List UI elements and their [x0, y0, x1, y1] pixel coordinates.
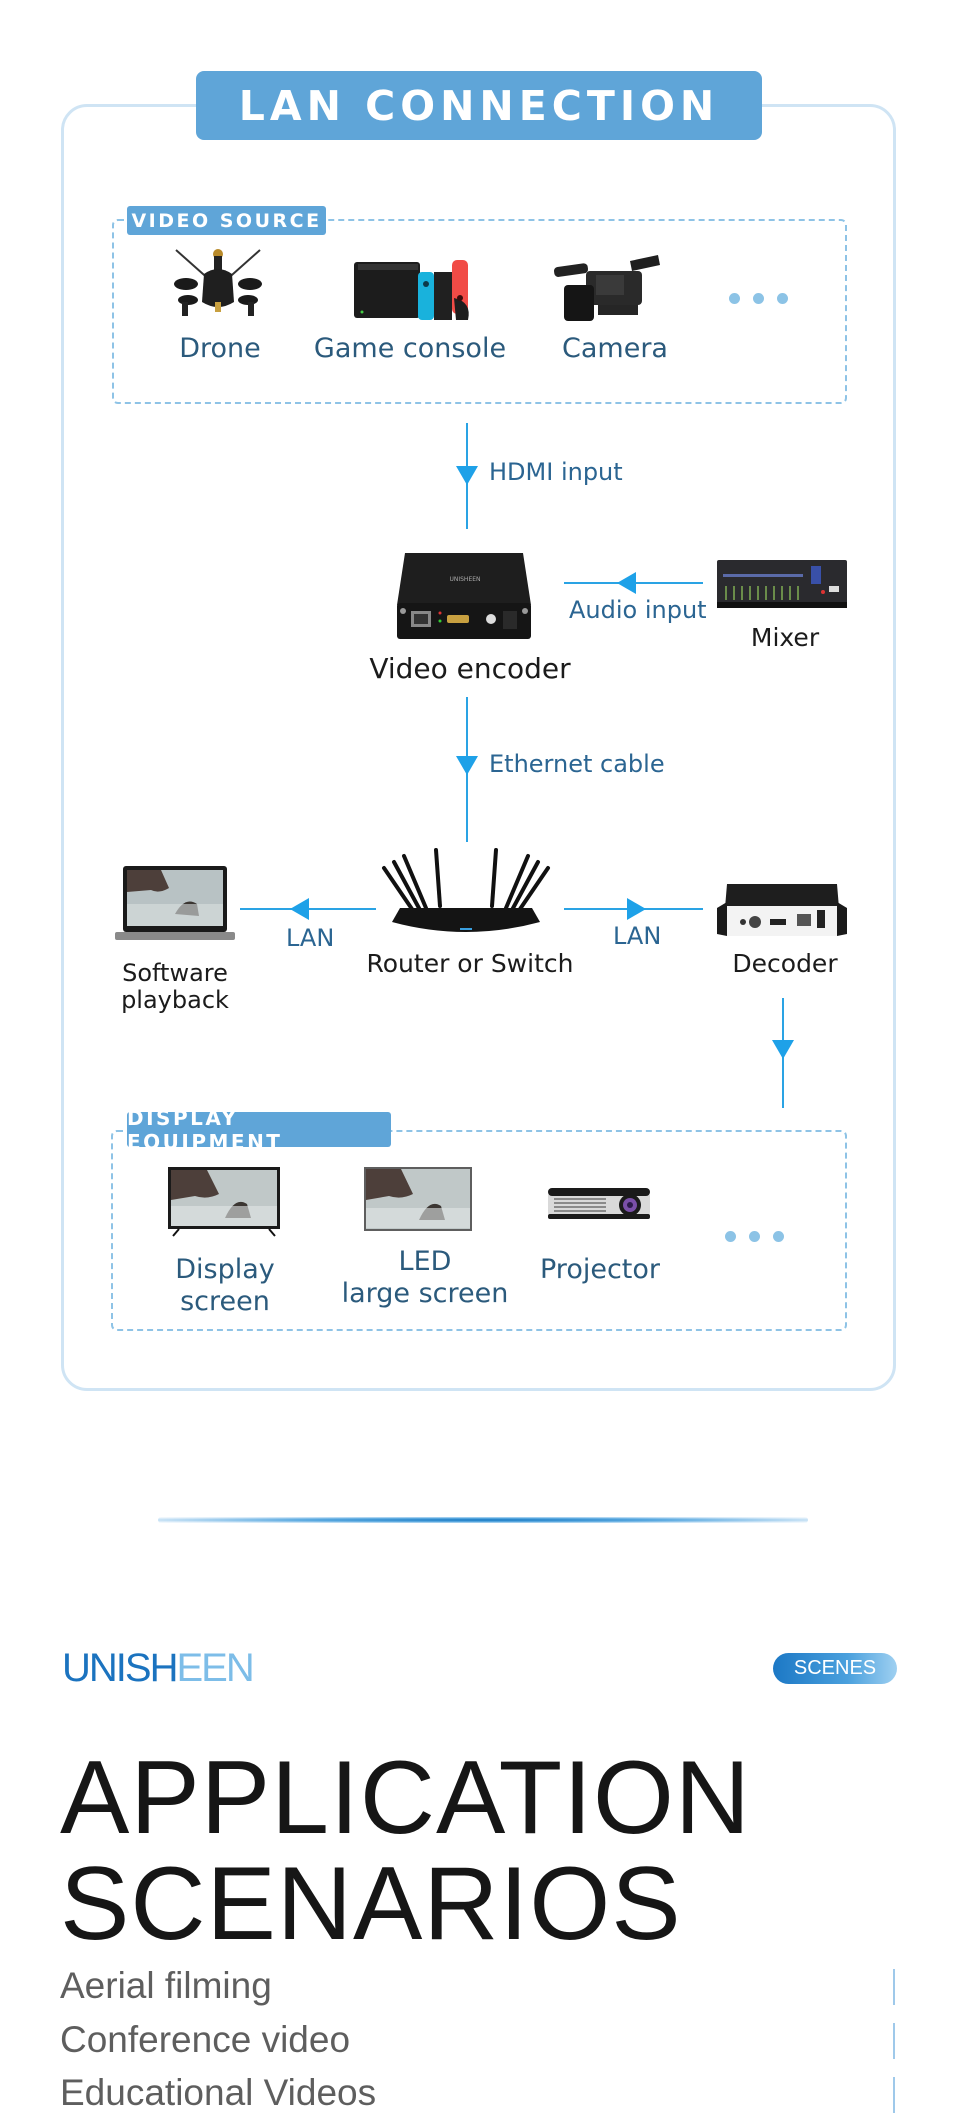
video-source-group	[112, 219, 847, 404]
scenario-item: Aerial filming	[60, 1965, 272, 2006]
hdmi-input-label: HDMI input	[489, 458, 623, 486]
section-divider	[158, 1517, 808, 1523]
router-label: Router or Switch	[366, 949, 574, 978]
svg-text:UNISHEEN: UNISHEEN	[449, 576, 480, 583]
led-screen-line2: large screen	[341, 1278, 509, 1309]
display-equipment-group	[111, 1130, 847, 1331]
led-screen-icon	[364, 1167, 472, 1231]
scenario-divider-bar	[893, 2077, 895, 2113]
dot	[729, 293, 740, 304]
video-encoder-icon: UNISHEEN	[397, 553, 531, 639]
camera-label: Camera	[562, 333, 668, 364]
arrow-left-icon	[617, 572, 636, 594]
section-heading: APPLICATION SCENARIOS	[60, 1745, 751, 1957]
tv-icon	[168, 1167, 280, 1237]
arrow-right-icon	[627, 898, 646, 920]
game-console-label: Game console	[313, 333, 507, 364]
lan-right-label: LAN	[613, 922, 662, 950]
audio-input-label: Audio input	[569, 596, 707, 624]
dot	[749, 1231, 760, 1242]
mixer-label: Mixer	[750, 623, 820, 652]
laptop-icon	[115, 866, 235, 940]
game-console-icon	[354, 260, 469, 320]
drone-label: Drone	[179, 333, 261, 364]
arrow-left-icon	[290, 898, 309, 920]
led-screen-line1: LED	[398, 1246, 452, 1277]
decoder-icon	[717, 884, 847, 936]
dot	[725, 1231, 736, 1242]
heading-line2: SCENARIOS	[60, 1846, 682, 1962]
drone-icon	[174, 249, 262, 316]
video-encoder-label: Video encoder	[369, 652, 571, 685]
display-screen-label: Display screen	[150, 1254, 300, 1318]
display-screen-line1: Display	[175, 1254, 275, 1285]
decoder-label: Decoder	[732, 949, 838, 978]
heading-line1: APPLICATION	[60, 1740, 752, 1856]
software-playback-line1: Software	[122, 959, 228, 987]
led-screen-label: LED large screen	[335, 1246, 515, 1310]
software-playback-line2: playback	[121, 986, 229, 1014]
diagram-title-banner: LAN CONNECTION	[196, 71, 762, 140]
diagram-title: LAN CONNECTION	[238, 81, 720, 130]
more-sources-icon	[729, 293, 788, 304]
scenario-divider-bar	[893, 1969, 895, 2005]
more-displays-icon	[725, 1231, 784, 1242]
arrow-down-icon	[456, 466, 478, 485]
projector-label: Projector	[540, 1254, 660, 1285]
display-screen-line2: screen	[180, 1286, 270, 1317]
projector-icon	[548, 1188, 650, 1219]
display-equipment-label: DISPLAY EQUIPMENT	[127, 1106, 391, 1154]
dot	[777, 293, 788, 304]
scenario-item: Educational Videos	[60, 2072, 377, 2113]
audio-mixer-icon	[717, 560, 847, 608]
software-playback-label: Software playback	[105, 960, 245, 1014]
video-source-label: VIDEO SOURCE	[127, 206, 326, 235]
logo-part1: UNISH	[62, 1646, 178, 1690]
scenes-badge: SCENES	[773, 1653, 897, 1684]
dot	[753, 293, 764, 304]
scenario-divider-bar	[893, 2023, 895, 2059]
camera-icon	[553, 255, 660, 321]
arrow-down-icon	[772, 1040, 794, 1059]
ethernet-cable-label: Ethernet cable	[489, 750, 665, 778]
unisheen-logo: UNISHEEN	[62, 1648, 255, 1688]
scenario-item: Conference video	[60, 2019, 351, 2060]
logo-part2: EEN	[176, 1646, 254, 1690]
router-icon	[382, 848, 550, 932]
dot	[773, 1231, 784, 1242]
arrow-down-icon	[456, 756, 478, 775]
lan-left-label: LAN	[286, 924, 335, 952]
